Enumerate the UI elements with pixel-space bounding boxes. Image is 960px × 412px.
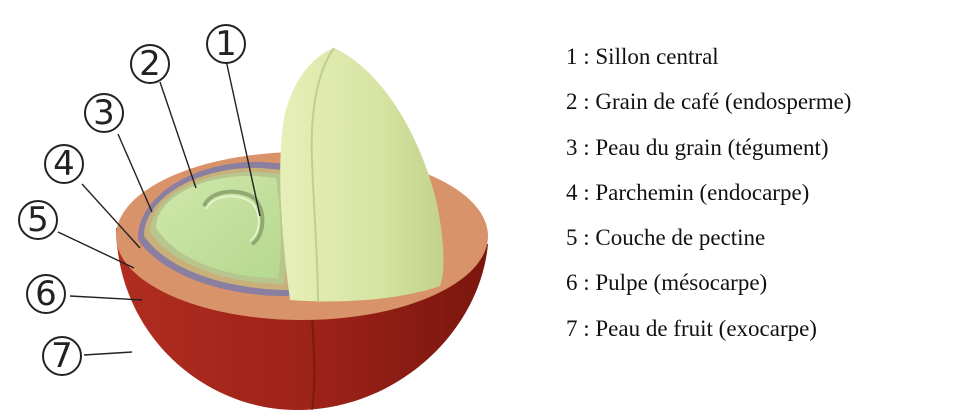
legend-item-4: 4 : Parchemin (endocarpe) bbox=[566, 170, 960, 215]
legend-item-1: 1 : Sillon central bbox=[566, 34, 960, 79]
callout-number-7: 7 bbox=[51, 336, 73, 376]
callout-7: 7 bbox=[43, 336, 81, 376]
legend-item-7: 7 : Peau de fruit (exocarpe) bbox=[566, 306, 960, 351]
callout-4: 4 bbox=[45, 144, 83, 184]
legend-item-2: 2 : Grain de café (endosperme) bbox=[566, 79, 960, 124]
legend-label: Sillon central bbox=[595, 44, 718, 69]
callout-number-2: 2 bbox=[139, 44, 161, 84]
coffee-bean-half bbox=[280, 48, 443, 301]
coffee-cherry-cross-section: 1 2 3 4 5 6 7 bbox=[0, 0, 500, 412]
legend-number: 1 bbox=[566, 44, 578, 69]
legend-list: 1 : Sillon central 2 : Grain de café (en… bbox=[566, 34, 960, 351]
callout-2: 2 bbox=[131, 44, 169, 84]
callout-5: 5 bbox=[19, 200, 57, 240]
legend-label: Peau du grain (tégument) bbox=[595, 135, 828, 160]
callout-number-6: 6 bbox=[35, 274, 57, 314]
legend-item-5: 5 : Couche de pectine bbox=[566, 215, 960, 260]
legend-number: 5 bbox=[566, 225, 578, 250]
legend-number: 7 bbox=[566, 316, 578, 341]
legend-number: 3 bbox=[566, 135, 578, 160]
legend-number: 2 bbox=[566, 89, 578, 114]
legend-label: Grain de café (endosperme) bbox=[595, 89, 851, 114]
callout-number-3: 3 bbox=[93, 93, 115, 133]
legend-label: Pulpe (mésocarpe) bbox=[595, 270, 767, 295]
callout-number-4: 4 bbox=[53, 144, 75, 184]
legend-item-6: 6 : Pulpe (mésocarpe) bbox=[566, 260, 960, 305]
legend-label: Couche de pectine bbox=[595, 225, 765, 250]
callout-3: 3 bbox=[85, 93, 123, 133]
callout-number-1: 1 bbox=[215, 24, 237, 64]
legend-item-3: 3 : Peau du grain (tégument) bbox=[566, 125, 960, 170]
legend-number: 6 bbox=[566, 270, 578, 295]
legend-number: 4 bbox=[566, 180, 578, 205]
callout-1: 1 bbox=[207, 24, 245, 64]
callout-number-5: 5 bbox=[27, 200, 49, 240]
legend-label: Peau de fruit (exocarpe) bbox=[595, 316, 817, 341]
leader-line-2 bbox=[160, 82, 196, 188]
callout-6: 6 bbox=[27, 274, 65, 314]
leader-line-7 bbox=[84, 352, 132, 355]
legend-label: Parchemin (endocarpe) bbox=[595, 180, 809, 205]
